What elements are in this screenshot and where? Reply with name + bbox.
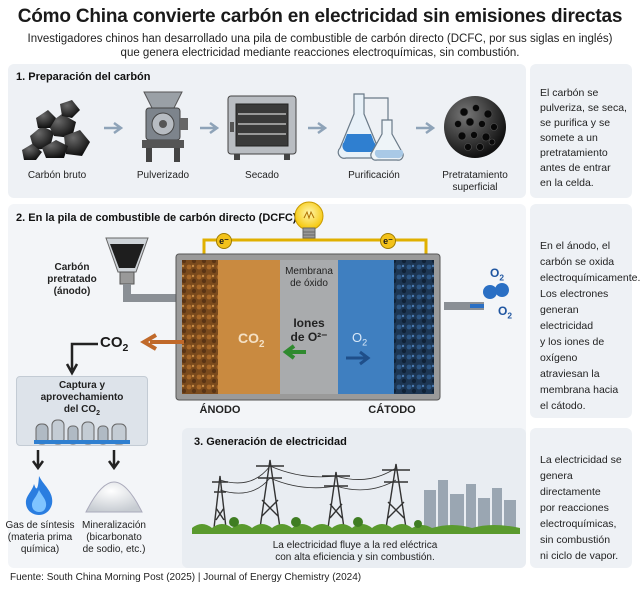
oxygen-ions-label: Iones de O²⁻ [290,316,328,344]
section-2-title: 2. En la pila de combustible de carbón d… [16,212,297,224]
light-bulb-icon [294,201,324,239]
flask-icon [337,93,404,161]
co2-capture-label: Captura y aprovechamiento del CO2 [40,380,124,417]
co2-inside-label: CO2 [238,330,265,350]
subtitle-line-2: que genera electricidad mediante reaccio… [120,47,520,59]
fuel-cell-diagram [175,253,441,401]
page-title: Cómo China convierte carbón en electrici… [17,6,623,27]
step-raw-coal-label: Carbón bruto [27,170,87,181]
section-1-title: 1. Preparación del carbón [16,71,151,83]
dryer-oven-icon [227,95,297,160]
arrow-right-icon [416,121,436,135]
section-1-side-panel [530,64,632,198]
power-grid-illustration [192,459,520,534]
blue-flame-icon [25,476,53,515]
oxygen-inflow-pipe [444,302,484,310]
membrane-label: Membrana de óxido [285,266,333,289]
step5-line-1: Pretratamiento [442,170,508,181]
arrow-right-icon [200,121,220,135]
step5-line-2: superficial [452,182,498,193]
anode-label: ÁNODO [199,404,241,416]
syngas-label: Gas de síntesis (materia prima química) [5,520,75,555]
o2-inside-label: O2 [352,330,368,348]
electron-badge-left: e⁻ [216,233,232,249]
step-surface-pretreatment-label: Pretratamiento superficial [432,170,518,194]
oxygen-molecules-icon [483,283,509,299]
mineral-powder-icon [85,481,143,513]
section-3-side-panel [530,428,632,568]
page-subtitle: Investigadores chinos han desarrollado u… [20,32,620,60]
section-3-caption: La electricidad fluye a la red eléctrica… [272,540,438,563]
capture-plant-icon [34,419,130,445]
mineralization-label: Mineralización (bicarbonato de sodio, et… [82,520,146,555]
cathode-label: CÁTODO [368,404,416,416]
porous-sphere-icon [444,96,506,158]
circuit-wire [202,238,428,262]
co2-down-arrow [65,342,98,376]
arrow-down-icon [31,450,45,471]
co2-outflow-arrow [140,333,184,351]
grinder-icon [142,91,188,162]
step-pulverized-label: Pulverizado [136,170,190,181]
o2-label-bottom: O2 [498,304,513,321]
arrow-right-icon [104,121,124,135]
co2-out-label: CO2 [100,334,129,354]
electron-badge-right: e⁻ [380,233,396,249]
step-drying-label: Secado [245,170,279,181]
step-purification-label: Purificación [348,170,400,181]
section-1-side-text: El carbón se pulveriza, se seca, se puri… [540,87,627,189]
section-2-side-panel [530,204,632,418]
section-3-title: 3. Generación de electricidad [194,436,347,448]
section-2-side-text: En el ánodo, el carbón se oxida electroq… [540,240,640,412]
subtitle-line-1: Investigadores chinos han desarrollado u… [27,33,613,45]
arrow-down-icon [107,450,121,471]
arrow-right-icon [308,121,328,135]
o2-label-top: O2 [490,266,505,283]
coal-hopper-icon [105,237,178,302]
hopper-label: Carbón pretratado (ánodo) [47,262,97,297]
coal-pile-icon [22,100,90,160]
source-footer: Fuente: South China Morning Post (2025) … [10,572,362,583]
section-3-side-text: La electricidad se genera directamente p… [540,454,622,562]
